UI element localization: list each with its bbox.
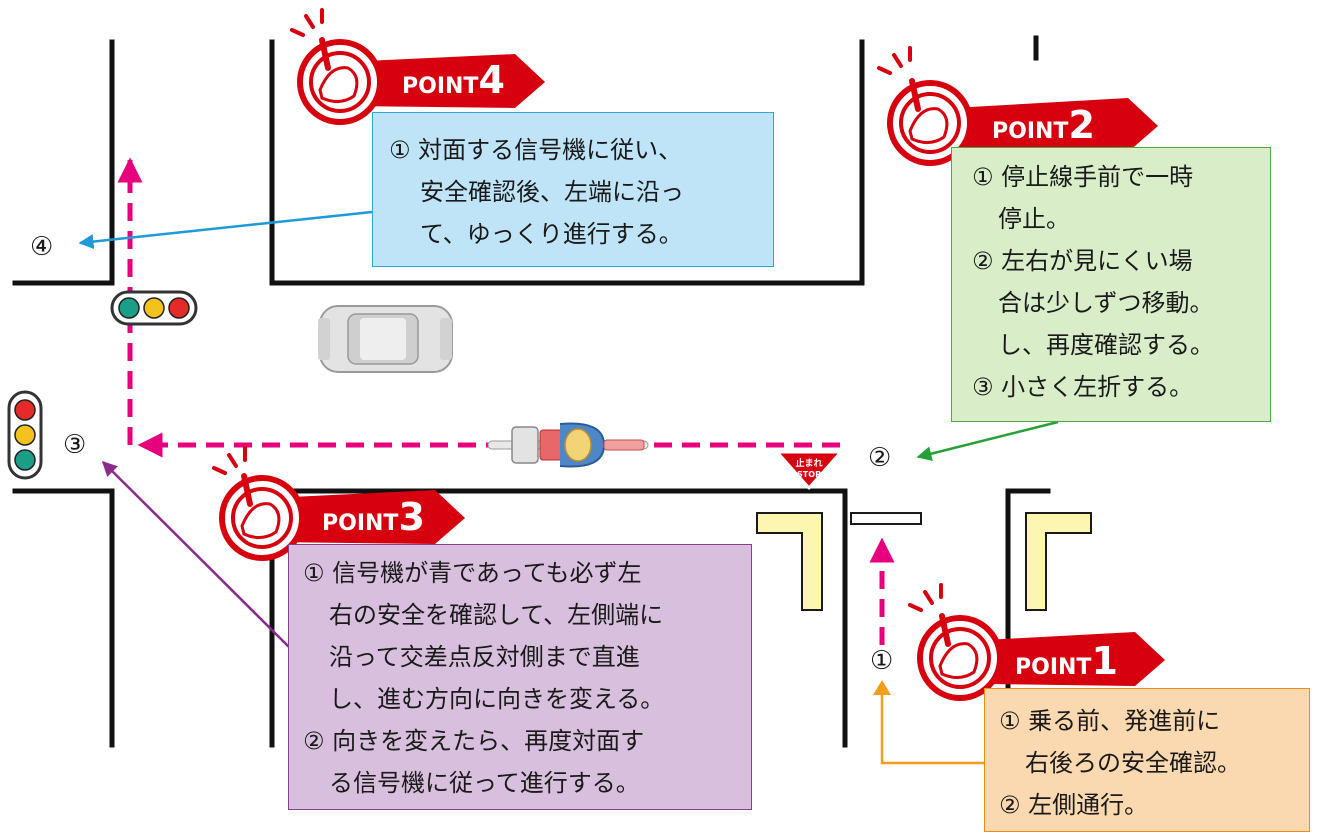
arrow-point1 <box>880 695 988 765</box>
point2-num: 2 <box>1068 103 1094 147</box>
point1-line-1: ① 乗る前、発進前に <box>999 707 1221 735</box>
point2-line-1: ① 停止線手前で一時 <box>972 163 1194 191</box>
point3-box: ① 信号機が青であっても必ず左 右の安全を確認して、左側端に 沿って交差点反対側… <box>288 544 752 810</box>
traffic-light-horizontal <box>110 290 198 326</box>
point2-box: ① 停止線手前で一時 停止。 ② 左右が見にくい場 合は少しずつ移動。 し、再度… <box>951 147 1271 422</box>
point1-line-2: 右後ろの安全確認。 <box>1025 749 1241 777</box>
car-icon <box>318 305 453 373</box>
point1-badge: POINT1 <box>908 583 1165 701</box>
stop-sign-icon: 止まれ STOP <box>775 450 843 490</box>
point4-num: 4 <box>478 58 504 102</box>
arrow-point3 <box>101 460 291 649</box>
stop-sign-jp: 止まれ <box>795 457 822 469</box>
point3-line-1: ① 信号機が青であっても必ず左 <box>303 559 642 587</box>
point3-line-3: 沿って交差点反対側まで直進 <box>329 643 640 671</box>
point2-line-4: 合は少しずつ移動。 <box>998 289 1214 317</box>
point4-badge: POINT4 <box>290 8 545 125</box>
marker-4: ④ <box>30 232 54 262</box>
marker-2: ② <box>868 443 892 473</box>
corner-markings <box>756 512 1092 611</box>
point2-word: POINT <box>992 119 1068 144</box>
point4-line-3: て、ゆっくり進行する。 <box>420 220 683 248</box>
point1-line-3: ② 左側通行。 <box>999 791 1149 819</box>
point1-box: ① 乗る前、発進前に 右後ろの安全確認。 ② 左側通行。 <box>984 688 1310 832</box>
svg-text:POINT4: POINT4 <box>402 58 505 102</box>
point2-line-5: し、再度確認する。 <box>998 331 1214 359</box>
point3-word: POINT <box>322 511 398 536</box>
marker-3: ③ <box>63 430 87 460</box>
point3-line-2: 右の安全を確認して、左側端に <box>329 601 664 629</box>
svg-text:POINT1: POINT1 <box>1015 639 1118 683</box>
traffic-light-vertical <box>7 390 43 480</box>
arrow-point2 <box>916 420 1059 462</box>
marker-1: ① <box>870 646 894 676</box>
bicycle-rider-icon <box>487 422 649 468</box>
point3-line-5: ② 向きを変えたら、再度対面す <box>303 727 645 755</box>
point3-num: 3 <box>398 495 424 539</box>
point3-line-6: る信号機に従って進行する。 <box>329 769 640 797</box>
stop-sign-en: STOP <box>797 470 821 479</box>
arrow-point1-head <box>873 680 891 695</box>
arrow-point4 <box>78 210 373 250</box>
point2-line-6: ③ 小さく左折する。 <box>972 373 1194 401</box>
stop-line <box>850 512 922 525</box>
point4-word: POINT <box>402 74 478 99</box>
point3-badge: POINT3 <box>212 446 465 561</box>
point4-line-2: 安全確認後、左端に沿っ <box>420 178 684 206</box>
point2-badge: POINT2 <box>877 46 1158 166</box>
point1-word: POINT <box>1015 655 1091 680</box>
point4-line-1: ① 対面する信号機に従い、 <box>389 136 683 164</box>
point1-num: 1 <box>1091 639 1117 683</box>
svg-text:POINT2: POINT2 <box>992 103 1095 147</box>
point2-line-3: ② 左右が見にくい場 <box>972 247 1193 275</box>
point3-line-4: し、進む方向に向きを変える。 <box>329 685 665 713</box>
svg-text:POINT3: POINT3 <box>322 495 425 539</box>
point2-line-2: 停止。 <box>998 205 1070 233</box>
point4-box: ① 対面する信号機に従い、 安全確認後、左端に沿っ て、ゆっくり進行する。 <box>372 112 774 267</box>
